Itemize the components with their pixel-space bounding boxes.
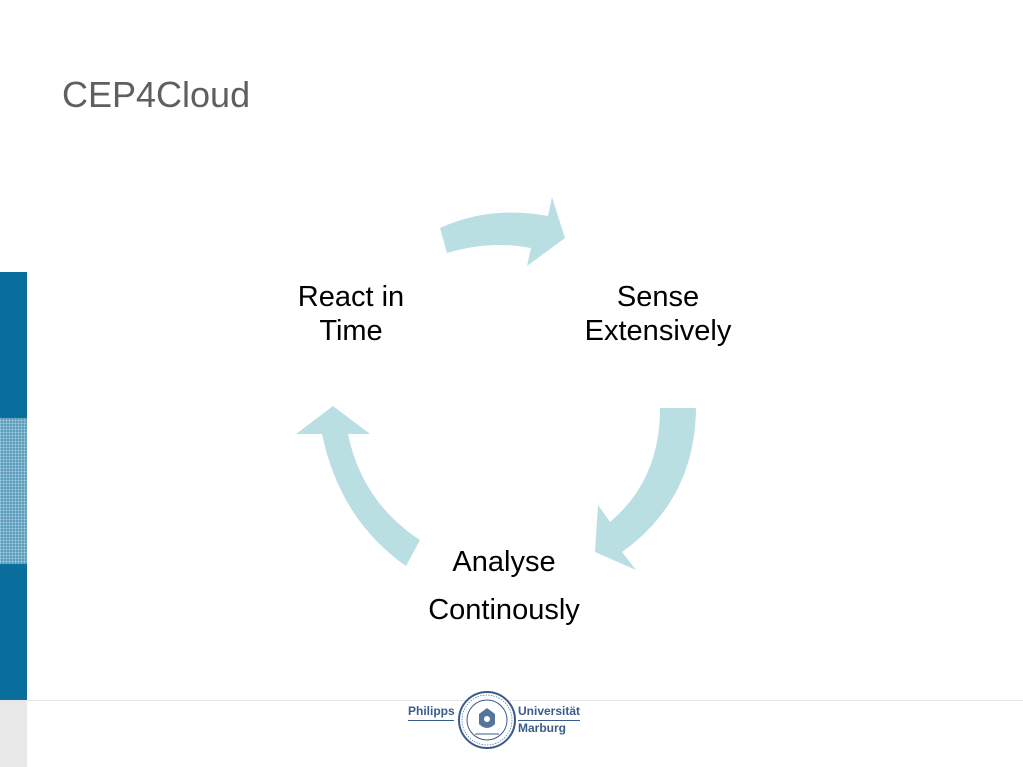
arrow-react-to-sense	[440, 197, 565, 266]
node-analyse-line-1: Analyse	[452, 546, 556, 578]
logo-word-universitaet: Universität	[518, 704, 581, 718]
logo-rule-right	[518, 720, 580, 721]
slide-title: CEP4Cloud	[62, 74, 251, 115]
arrow-analyse-to-react	[296, 406, 420, 566]
university-logo: Philipps Universität Marburg	[405, 688, 585, 752]
side-bar-top	[0, 272, 27, 418]
node-sense-line-2: Extensively	[584, 315, 732, 347]
logo-word-philipps: Philipps	[408, 704, 455, 718]
logo-rule-left	[408, 720, 454, 721]
arrow-sense-to-analyse	[595, 408, 696, 570]
node-react-line-1: React in	[297, 281, 405, 313]
side-bar-pattern	[0, 418, 27, 564]
node-analyse-line-2: Continously	[428, 594, 580, 626]
university-seal-icon	[458, 691, 516, 749]
footer-divider	[0, 700, 1023, 701]
node-sense-line-1: Sense	[616, 281, 700, 313]
node-sense-extensively: Sense Extensively	[558, 280, 758, 348]
logo-word-marburg: Marburg	[518, 721, 566, 735]
node-react-line-2: Time	[319, 315, 383, 347]
node-analyse-continously: Analyse Continously	[394, 538, 614, 634]
node-react-in-time: React in Time	[270, 280, 432, 348]
side-bar-footer	[0, 700, 27, 767]
side-bar-bottom	[0, 564, 27, 700]
